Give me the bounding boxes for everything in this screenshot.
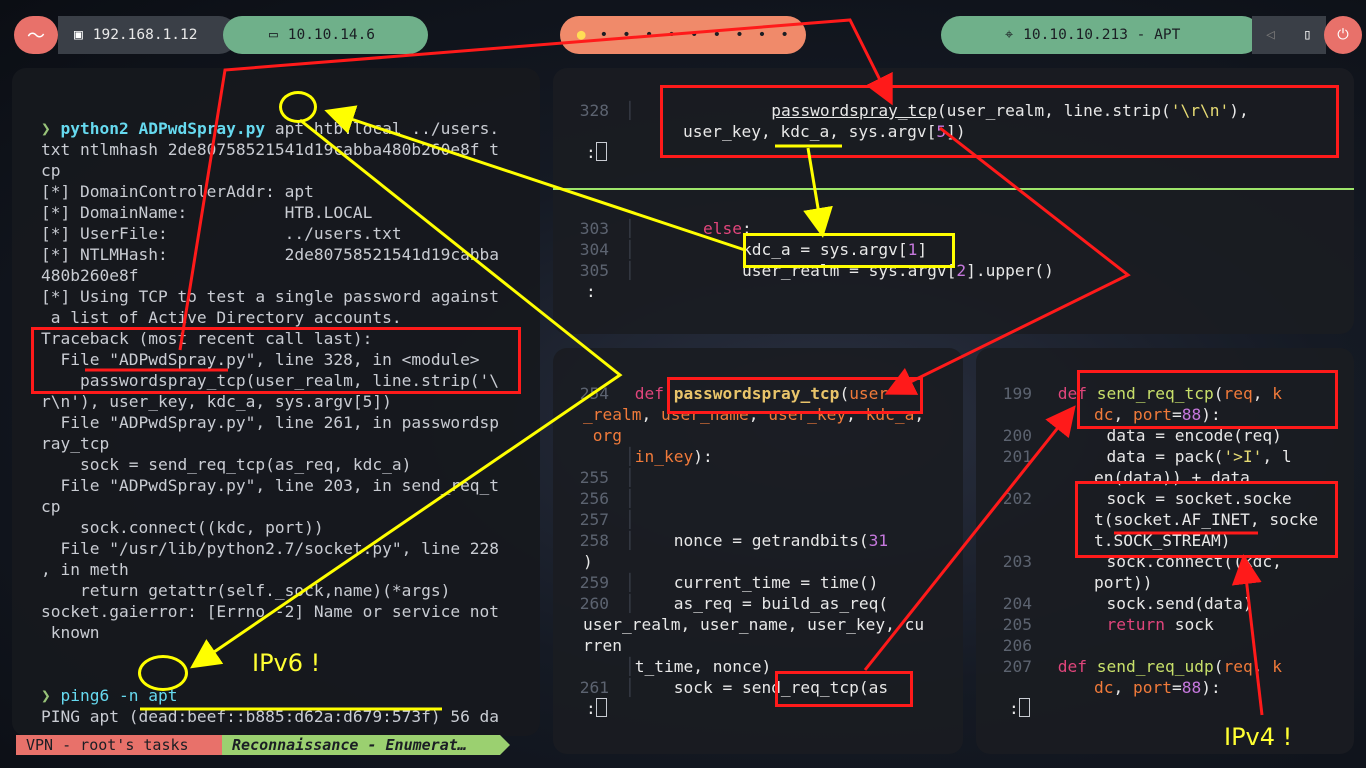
ping-command: ping6 -n apt <box>60 686 178 705</box>
cursor <box>1018 698 1030 717</box>
highlight-traceback-line <box>31 327 521 394</box>
terminal-window[interactable]: ❯ python2 ADPwdSpray.py apt htb.local ..… <box>12 68 540 736</box>
highlight-def-send-req-tcp <box>1077 370 1338 429</box>
terminal-line: [*] Using TCP to test a single password … <box>41 287 500 306</box>
workspace-dot[interactable]: • <box>689 27 699 43</box>
ipv4-annotation: IPv4 ! <box>1224 723 1293 751</box>
status-tail <box>500 735 510 755</box>
highlight-passwordspray-call <box>660 85 1339 158</box>
target-icon: ⌖ <box>1005 27 1014 43</box>
target-label: 10.10.10.213 - APT <box>1023 27 1181 43</box>
terminal-line: [*] NTLMHash: 2de80758521541d19cabba <box>41 245 500 264</box>
status-session[interactable]: VPN - root's tasks <box>16 735 222 755</box>
status-window[interactable]: Reconnaissance - Enumerat… <box>222 735 500 755</box>
workspace-dot[interactable]: • <box>644 27 654 43</box>
prompt-arrow: ❯ <box>41 686 61 705</box>
prompt-arrow: ❯ <box>41 119 61 138</box>
target-pill: ⌖ 10.10.10.213 - APT <box>941 16 1261 54</box>
terminal-line: File "ADPwdSpray.py", line 261, in passw… <box>41 413 500 432</box>
terminal-line: ray_tcp <box>41 434 110 453</box>
power-button[interactable]: ⏻ <box>1324 16 1362 54</box>
network-icon: ▣ <box>74 27 83 43</box>
circle-apt-arg <box>279 91 317 123</box>
split-divider <box>553 188 1354 190</box>
terminal-line: known <box>41 623 100 642</box>
terminal-line: 480b260e8f <box>41 266 139 285</box>
workspace-dot[interactable]: • <box>599 27 609 43</box>
workspace-dot-active[interactable]: ● <box>576 27 586 43</box>
terminal-line: cp <box>41 497 61 516</box>
power-icon: ⏻ <box>1337 27 1349 43</box>
volume-icon[interactable]: ◁ <box>1266 27 1275 43</box>
power-menu-pill[interactable]: 〜 <box>14 16 58 54</box>
highlight-kdc-assign <box>743 233 955 268</box>
workspaces-pill[interactable]: ● • • • • • • • • • <box>560 16 806 54</box>
terminal-line: r\n'), user_key, kdc_a, sys.argv[5]) <box>41 392 392 411</box>
highlight-def-passwordspray <box>667 377 923 414</box>
status-bar: VPN - root's tasks Reconnaissance - Enum… <box>16 735 510 755</box>
terminal-line: return getattr(self._sock,name)(*args) <box>41 581 451 600</box>
circle-ping-apt <box>138 655 188 691</box>
terminal-line: , in meth <box>41 560 129 579</box>
tray-pill: ◁ ▯ <box>1252 16 1326 54</box>
terminal-line: sock = send_req_tcp(as_req, kdc_a) <box>41 455 412 474</box>
terminal-line: txt ntlmhash 2de80758521541d19cabba480b2… <box>41 140 500 159</box>
vpn-ip: 10.10.14.6 <box>287 27 376 43</box>
ping-output: PING apt (dead:beef::b885:d62a:d679:573f… <box>41 707 500 726</box>
command-line: python2 ADPwdSpray.py <box>60 119 266 138</box>
terminal-output: ❯ python2 ADPwdSpray.py apt htb.local ..… <box>41 97 499 727</box>
highlight-send-req-call <box>775 671 913 707</box>
terminal-line: sock.connect((kdc, port)) <box>41 518 324 537</box>
terminal-line: cp <box>41 161 61 180</box>
terminal-line: socket.gaierror: [Errno -2] Name or serv… <box>41 602 500 621</box>
terminal-line: [*] DomainName: HTB.LOCAL <box>41 203 373 222</box>
terminal-line: File "/usr/lib/python2.7/socket.py", lin… <box>41 539 500 558</box>
workspace-dot[interactable]: • <box>667 27 677 43</box>
vpn-ip-pill: ▭ 10.10.14.6 <box>223 16 428 54</box>
terminal-line: [*] UserFile: ../users.txt <box>41 224 402 243</box>
terminal-line: a list of Active Directory accounts. <box>41 308 402 327</box>
local-ip-pill: ▣ 192.168.1.12 <box>58 16 238 54</box>
workspace-dot[interactable]: • <box>712 27 722 43</box>
terminal-line: [*] DomainControlerAddr: apt <box>41 182 314 201</box>
terminal-line: File "ADPwdSpray.py", line 203, in send_… <box>41 476 500 495</box>
cursor <box>595 698 607 717</box>
laptop-icon: ▭ <box>269 27 278 43</box>
workspace-dot[interactable]: • <box>735 27 744 43</box>
battery-icon: ▯ <box>1303 27 1312 43</box>
workspace-dot[interactable]: • <box>757 27 767 43</box>
ipv6-annotation: IPv6 ! <box>252 649 321 677</box>
kali-dragon-icon: 〜 <box>27 26 45 47</box>
local-ip: 192.168.1.12 <box>92 27 198 43</box>
cursor <box>595 142 607 161</box>
highlight-af-inet <box>1075 481 1338 558</box>
workspace-dot[interactable]: • <box>622 27 631 43</box>
workspace-dot[interactable]: • <box>780 27 789 43</box>
